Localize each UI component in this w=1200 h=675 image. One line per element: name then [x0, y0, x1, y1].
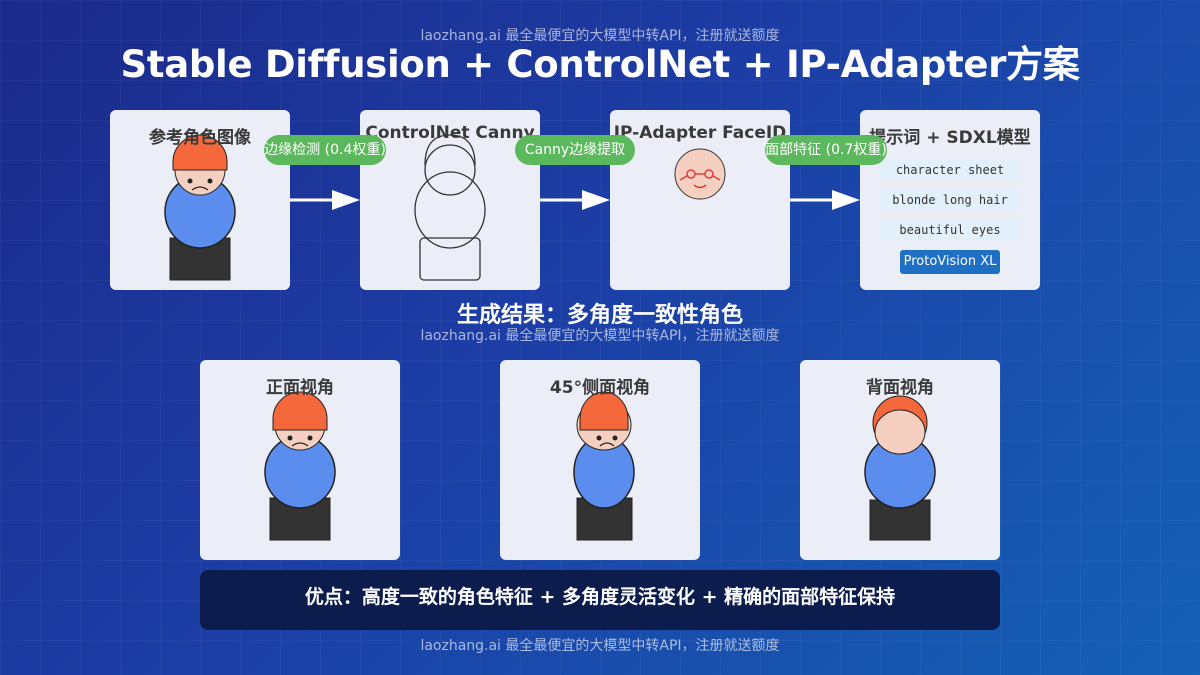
face-id-figure: [674, 148, 726, 200]
watermark-middle: laozhang.ai 最全最便宜的大模型中转API，注册就送额度: [420, 328, 780, 344]
connector-label-edge: 边缘检测 (0.4权重): [264, 135, 386, 165]
watermark-bottom: laozhang.ai 最全最便宜的大模型中转API，注册就送额度: [420, 638, 780, 654]
reference-character-figure: [164, 134, 236, 281]
view-title-back: 背面视角: [866, 378, 934, 398]
back-view-figure: [864, 395, 936, 541]
side-view-figure: [573, 391, 635, 541]
step-title-ipadapter: IP-Adapter FaceID: [613, 123, 787, 143]
prompt-tag: blonde long hair: [880, 190, 1020, 210]
step-title-reference: 参考角色图像: [149, 128, 251, 148]
step-card-reference: 参考角色图像: [110, 110, 290, 290]
step-title-controlnet: ControlNet Canny: [365, 123, 535, 143]
connector-label-face: 面部特征 (0.7权重): [765, 135, 887, 165]
results-title: 生成结果：多角度一致性角色: [456, 303, 743, 328]
front-view-figure: [264, 391, 336, 541]
view-card-back: 背面视角: [800, 360, 1000, 560]
view-card-front: 正面视角: [200, 360, 400, 560]
step-card-prompt-model: 提示词 + SDXL模型 character sheet blonde long…: [860, 110, 1040, 290]
step-title-prompt-model: 提示词 + SDXL模型: [869, 128, 1031, 148]
advantages-text: 优点：高度一致的角色特征 + 多角度灵活变化 + 精确的面部特征保持: [304, 586, 896, 608]
watermark-top: laozhang.ai 最全最便宜的大模型中转API，注册就送额度: [420, 28, 780, 44]
view-card-side: 45°侧面视角: [500, 360, 700, 560]
page-title: Stable Diffusion + ControlNet + IP-Adapt…: [120, 43, 1080, 86]
step-card-ipadapter: IP-Adapter FaceID: [610, 110, 790, 290]
arrow-right-icon: [540, 190, 610, 210]
connector-label-canny: Canny边缘提取: [515, 135, 635, 165]
view-title-front: 正面视角: [266, 378, 334, 398]
canny-edge-figure: [414, 134, 486, 281]
prompt-tag: beautiful eyes: [880, 220, 1020, 240]
view-title-side: 45°侧面视角: [549, 378, 651, 398]
prompt-tag: character sheet: [880, 160, 1020, 180]
model-badge: ProtoVision XL: [900, 250, 1000, 274]
advantages-banner: 优点：高度一致的角色特征 + 多角度灵活变化 + 精确的面部特征保持: [200, 570, 1000, 630]
arrow-right-icon: [790, 190, 860, 210]
step-card-controlnet: ControlNet Canny: [360, 110, 540, 290]
arrow-right-icon: [290, 190, 360, 210]
